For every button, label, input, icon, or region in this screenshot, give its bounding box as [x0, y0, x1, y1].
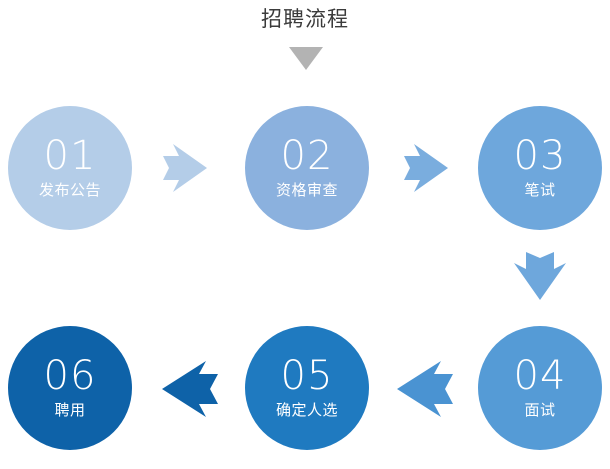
step-number: 03 — [513, 133, 567, 179]
arrow-down-icon — [512, 252, 568, 302]
arrow-right-icon — [404, 142, 450, 194]
caret-down-icon — [289, 47, 323, 70]
step-label: 确定人选 — [275, 402, 338, 419]
page-title: 招聘流程 — [261, 8, 349, 31]
arrow-left-icon — [395, 358, 455, 420]
process-step-01[interactable]: 01 发布公告 — [8, 106, 132, 230]
step-label: 面试 — [524, 402, 556, 419]
step-number: 05 — [280, 353, 334, 399]
process-step-04[interactable]: 04 面试 — [478, 326, 602, 450]
process-step-02[interactable]: 02 资格审查 — [245, 106, 369, 230]
arrow-left-icon — [160, 358, 220, 420]
step-label: 发布公告 — [38, 182, 101, 199]
step-number: 01 — [43, 133, 97, 179]
step-number: 02 — [280, 133, 334, 179]
step-label: 笔试 — [524, 182, 556, 199]
step-number: 04 — [513, 353, 567, 399]
process-step-06[interactable]: 06 聘用 — [8, 326, 132, 450]
arrow-right-icon — [163, 142, 209, 194]
step-label: 资格审查 — [275, 182, 338, 199]
step-label: 聘用 — [54, 402, 86, 419]
step-number: 06 — [43, 353, 97, 399]
process-step-03[interactable]: 03 笔试 — [478, 106, 602, 230]
process-step-05[interactable]: 05 确定人选 — [245, 326, 369, 450]
